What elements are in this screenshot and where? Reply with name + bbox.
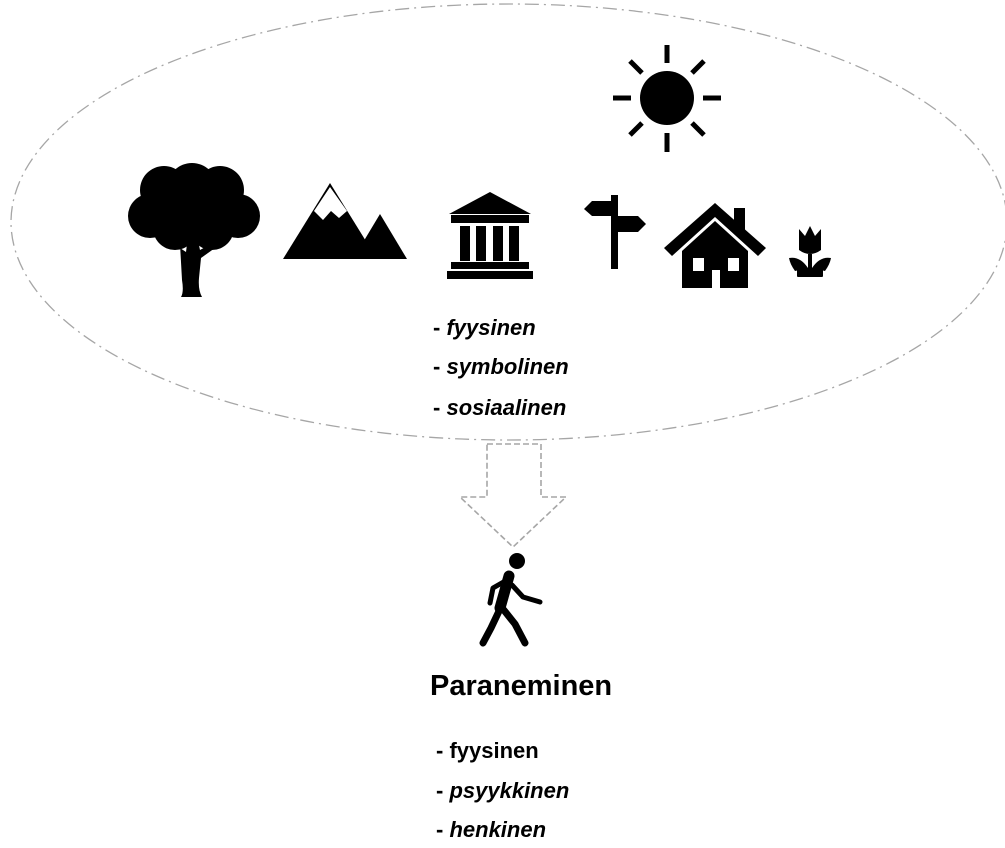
healing-aspect-psychological: - psyykkinen <box>436 778 570 803</box>
down-arrow <box>457 443 569 549</box>
mountain-icon <box>283 183 407 259</box>
environment-aspect-social: - sosiaalinen <box>433 395 567 420</box>
healing-aspect-physical: - fyysinen <box>436 738 539 763</box>
healing-title: Paraneminen <box>430 670 613 702</box>
walking-person-icon <box>479 553 543 647</box>
tulip-icon <box>789 226 831 277</box>
environment-aspect-symbolic: - symbolinen <box>433 354 569 379</box>
tree-icon <box>128 163 260 297</box>
signpost-icon <box>584 195 646 269</box>
house-icon <box>664 203 766 288</box>
museum-icon <box>447 192 533 279</box>
healing-aspect-spiritual: - henkinen <box>436 817 547 842</box>
sun-icon <box>613 45 721 152</box>
environment-ellipse <box>10 3 1005 441</box>
environment-aspect-physical: - fyysinen <box>433 315 536 340</box>
